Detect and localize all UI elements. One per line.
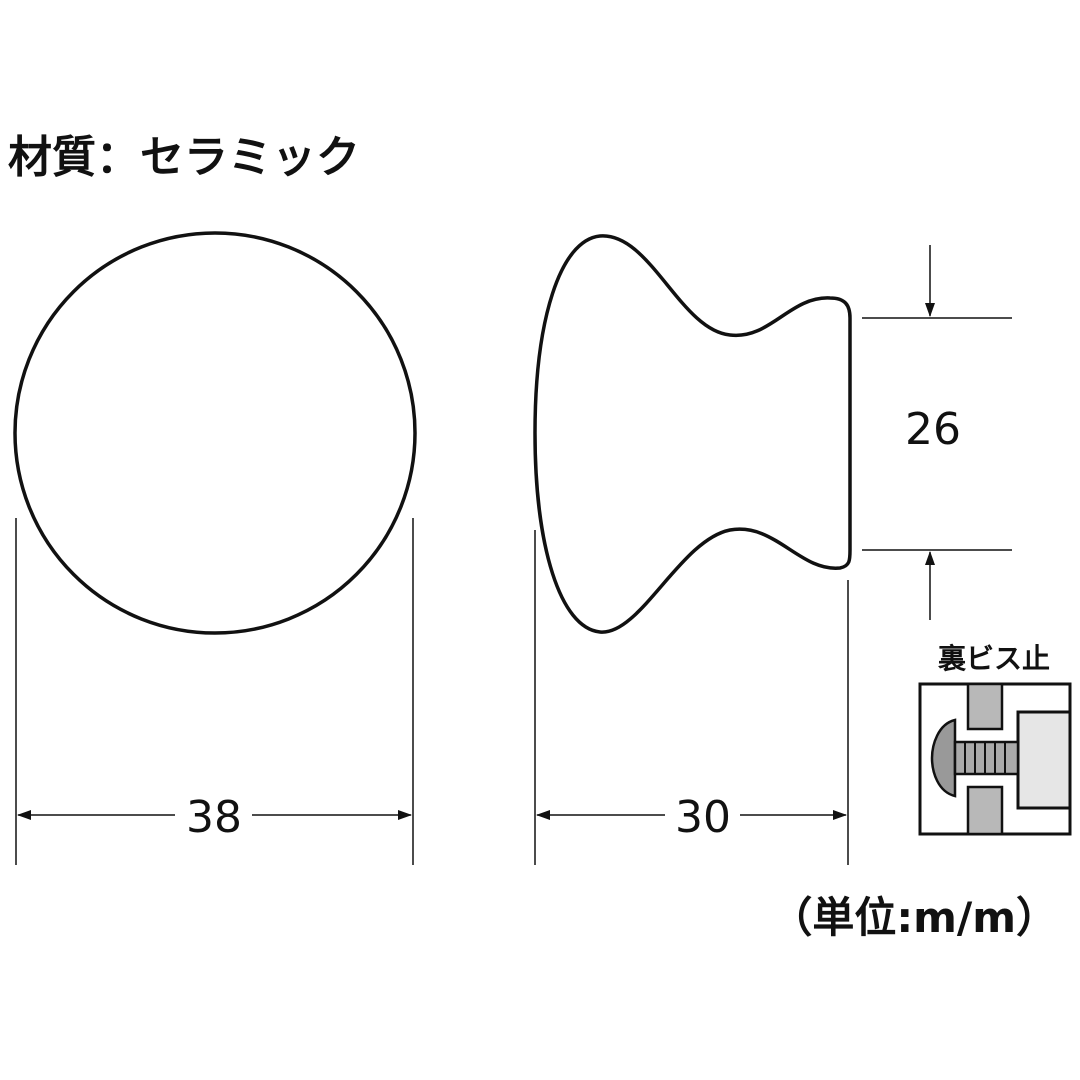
dimension-side-depth: 30: [675, 792, 731, 843]
unit-note: （単位:m/m）: [770, 893, 1058, 942]
material-label: 材質：セラミック: [8, 132, 360, 183]
inset-title: 裏ビス止: [938, 642, 1050, 675]
dimension-neck-height: 26: [905, 404, 961, 455]
dimension-front-width: 38: [186, 792, 242, 843]
back-screw-diagram: [918, 682, 1072, 836]
knob-front-view: [13, 231, 417, 635]
knob-side-view: [533, 234, 852, 634]
